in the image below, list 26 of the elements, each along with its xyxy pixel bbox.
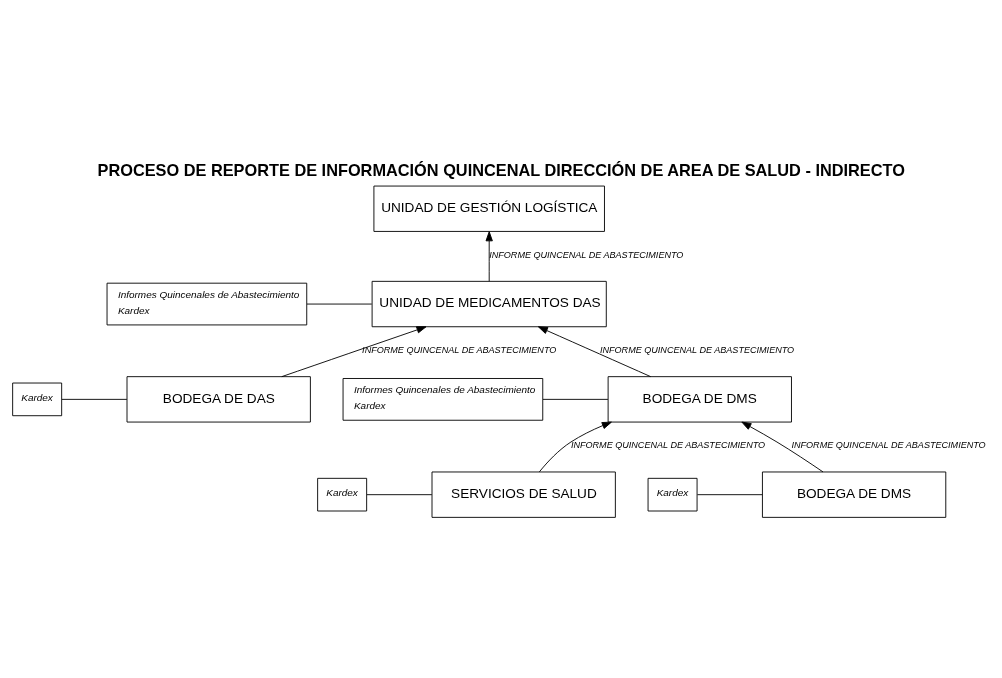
node-box: Informes Quincenales de Abastecimiento Kardex	[342, 378, 544, 421]
connector	[61, 398, 128, 400]
connector	[542, 398, 609, 400]
arrow	[485, 231, 493, 282]
arrow	[281, 326, 427, 378]
node-box: BODEGA DE DMS	[607, 376, 792, 423]
arrow	[538, 421, 612, 473]
node-box: SERVICIOS DE SALUD	[431, 471, 616, 518]
diagram-title: PROCESO DE REPORTE DE INFORMACIÓN QUINCENAL DIRECCIÓN DE AREA DE SALUD - INDIRECTO	[97, 161, 905, 180]
node-box: UNIDAD DE MEDICAMENTOS DAS	[371, 280, 607, 328]
node-box: UNIDAD DE GESTIÓN LOGÍSTICA	[373, 185, 605, 232]
edge-label: INFORME QUINCENAL DE ABASTECIMIENTO	[599, 345, 795, 356]
node-box: BODEGA DE DAS	[126, 376, 311, 423]
connector	[306, 303, 373, 305]
node-box: Informes Quincenales de Abastecimiento Kardex	[106, 282, 308, 326]
arrow	[741, 421, 824, 473]
node-box: Kardex	[12, 382, 63, 417]
node-box: BODEGA DE DMS	[761, 471, 947, 518]
edge-label: INFORME QUINCENAL DE ABASTECIMIENTO	[362, 345, 557, 356]
arrow	[537, 326, 652, 378]
edge-label: INFORME QUINCENAL DE ABASTECIMIENTO	[570, 440, 766, 451]
node-box: Kardex	[647, 477, 698, 512]
node-box: Kardex	[317, 477, 368, 512]
connector	[696, 494, 763, 496]
connector	[366, 494, 433, 496]
edge-label: INFORME QUINCENAL DE ABASTECIMIENTO	[791, 440, 986, 451]
